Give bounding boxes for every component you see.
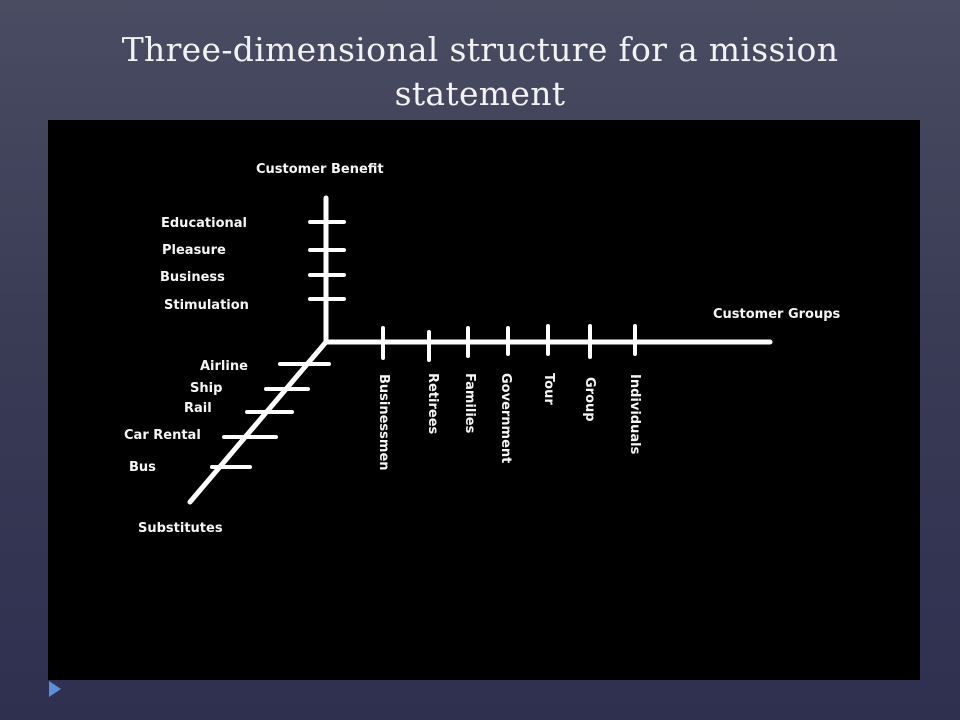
- substitute-item-ship: Ship: [190, 381, 222, 396]
- group-item-group: Group: [582, 377, 597, 422]
- substitutes-label: Substitutes: [138, 521, 223, 536]
- diagonal-axis-line: [187, 339, 329, 505]
- group-item-tour: Tour: [541, 373, 556, 405]
- group-item-government: Government: [498, 373, 513, 463]
- benefit-item-stimulation: Stimulation: [164, 298, 249, 313]
- slide-title: Three-dimensional structure for a missio…: [121, 30, 839, 113]
- diagram-panel: Customer Benefit Customer Groups Substit…: [48, 120, 920, 680]
- group-item-businessmen: Businessmen: [376, 374, 391, 471]
- group-item-individuals: Individuals: [627, 374, 642, 455]
- benefit-item-pleasure: Pleasure: [162, 243, 226, 258]
- customer-groups-label: Customer Groups: [713, 307, 841, 322]
- triangle-bullet-icon: [49, 681, 61, 697]
- group-item-retirees: Retirees: [425, 373, 440, 435]
- group-item-families: Families: [462, 373, 477, 434]
- substitute-item-bus: Bus: [129, 460, 156, 475]
- substitute-item-car-rental: Car Rental: [124, 428, 201, 443]
- customer-benefit-label: Customer Benefit: [256, 162, 384, 177]
- benefit-item-business: Business: [160, 270, 225, 285]
- substitute-item-airline: Airline: [200, 359, 248, 374]
- substitute-item-rail: Rail: [184, 401, 212, 416]
- mission-structure-diagram: Customer Benefit Customer Groups Substit…: [124, 162, 841, 536]
- benefit-item-educational: Educational: [161, 216, 247, 231]
